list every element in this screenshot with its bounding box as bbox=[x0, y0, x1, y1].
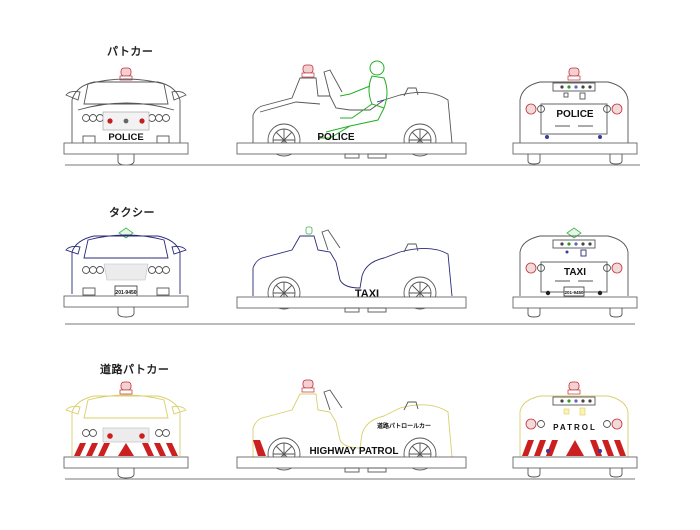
hazard-stripes bbox=[522, 440, 626, 456]
taxi-sign-icon bbox=[566, 227, 582, 239]
row-title-highway: 道路パトカー bbox=[100, 363, 170, 376]
taxi-front-view: 201-9450 bbox=[63, 227, 189, 318]
taxi-side-view: TAXI bbox=[236, 226, 467, 313]
driver-figure bbox=[318, 60, 388, 139]
beacon-icon bbox=[568, 381, 580, 391]
taxi-rear-text: TAXI bbox=[564, 267, 586, 278]
license-plate bbox=[563, 286, 585, 297]
highway-side-sub-text: 道路パトロールカー bbox=[377, 422, 431, 430]
svg-text:201-9450: 201-9450 bbox=[115, 290, 136, 296]
svg-text:201-9450: 201-9450 bbox=[564, 290, 584, 295]
taxi-rear-view: 201-9450 TAXI bbox=[512, 227, 638, 318]
police-front-view: POLICE bbox=[63, 67, 189, 166]
row-title-police: パトカー bbox=[107, 45, 154, 58]
beacon-icon bbox=[302, 379, 314, 389]
highway-rear-text: PATROL bbox=[553, 423, 597, 432]
highway-side-view: 道路パトロールカー HIGHWAY PATROL bbox=[236, 379, 467, 473]
beacon-icon bbox=[120, 67, 132, 77]
row-title-taxi: タクシー bbox=[109, 206, 155, 219]
beacon-icon bbox=[120, 381, 132, 391]
highway-side-text: HIGHWAY PATROL bbox=[309, 446, 398, 457]
police-front-text: POLICE bbox=[108, 132, 143, 143]
beacon-icon bbox=[568, 67, 580, 77]
police-side-text: POLICE bbox=[317, 132, 355, 143]
taxi-sign-icon bbox=[305, 226, 313, 235]
police-rear-text: POLICE bbox=[556, 109, 594, 120]
beacon-icon bbox=[302, 64, 314, 74]
hazard-stripes bbox=[74, 443, 178, 456]
highway-rear-view: PATROL bbox=[512, 381, 638, 478]
highway-front-view bbox=[63, 381, 189, 479]
taxi-sign-icon bbox=[118, 227, 134, 239]
police-side-view: POLICE bbox=[236, 60, 467, 159]
police-rear-view: POLICE bbox=[512, 67, 638, 165]
